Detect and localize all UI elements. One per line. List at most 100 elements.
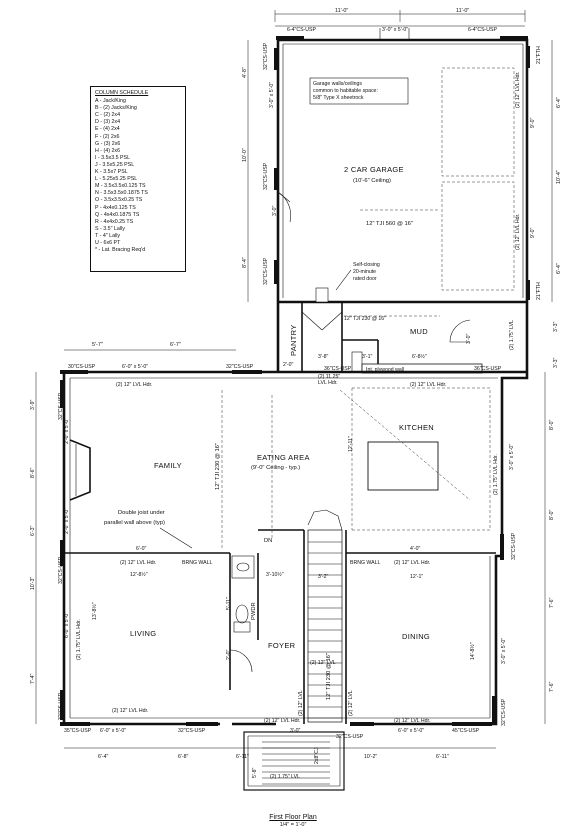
stair-dn: DN [264,538,272,544]
strap-g-top-r: 6-4"CS-USP [468,27,497,33]
dim-bot-b: 6'-8" [178,754,188,760]
room-living: LIVING [130,629,156,638]
dim-pwdr-a: 5'-11" [226,597,232,610]
dim-d-3-0-garage: 3'-0" [272,206,278,216]
hdr-stair-b: (2) 12" LVL [298,690,304,716]
strap-g-right-2: 21"FTH [536,282,542,300]
strap-h-left-3: 32"CS-USP [58,692,64,720]
strap-h-mud: 36"CS-USP [324,366,352,372]
room-pantry: PANTRY [289,324,298,356]
double-note-2: parallel wall above (typ) [104,520,165,526]
legend-item: J - 3.5x5.25 PSL [95,161,135,168]
garage-left-dims: 4'-8" 10'-0" 8'-4" 32"CS-USP 32"CS-USP 3… [242,40,278,302]
dim-liv-left-b: 7'-4" [30,674,36,684]
double-note-1: Double joist under [118,510,165,516]
self-note-1: Self-closing [353,262,380,268]
strap-h-bot-rr: 32"CS-USP [501,698,507,726]
room-pwdr: PWDR [251,602,257,620]
house-walls [60,370,529,726]
legend-item: N - 3.5x3.5x0.1875 TS [95,190,148,197]
dim-kit-win: 3'-0" x 5'-0" [509,444,515,470]
legend-item: B - (2) Jacks/King [95,105,137,112]
strap-g-left-1: 32"CS-USP [263,42,269,70]
room-mud: MUD [410,327,428,336]
plan-title: First Floor Plan [269,814,317,821]
joist-dining: 12" TJI 230 @ 16" [326,653,332,700]
joist-garage: 12" TJI 560 @ 16" [366,221,413,227]
legend-title: COLUMN SCHEDULE [95,90,149,96]
dim-open-top: 3'-0" x 5'-0" [382,27,408,33]
dim-din-h: 14'-8½" [469,642,476,660]
dim-liv-win: 6'-0" x 5'-0" [64,612,70,638]
dim-fam-w-b: 8'-6" [30,468,36,478]
hdr-kitchen-top: (2) 12" LVL Hdr. [410,382,446,388]
strap-g-right-1: 21"FTH [536,46,542,64]
strap-h-left-2: 32"CS-USP [58,556,64,584]
legend-item: M - 3.5x3.5x0.125 TS [95,183,146,190]
legend-item: U - 6x6 PT [95,239,121,246]
strap-h-bot-c: 32"CS-USP [336,734,364,740]
bring-wall-right: BRNG WALL [350,560,380,566]
hdr-foyer: (2) 12" LVL Hdr. [264,718,300,724]
hdr-porch: (2) 1.75" LVL [270,774,300,780]
dim-g-win-1: 3'-0" x 5'-0" [269,82,275,108]
hdr-stair-a: (2) 12" LVL [310,660,336,666]
top-dimension-line: 11'-0" 11'-0" 6-4"CS-USP 6-4"CS-USP 3'-0… [274,8,526,33]
legend-item: I - 3.5x3.5 PSL [95,154,131,161]
room-family: FAMILY [154,461,182,470]
plan-scale: 1/4" = 1'-0" [279,822,307,828]
garage-note-3: 5/8" Type X sheetrock [313,95,364,101]
room-kitchen: KITCHEN [399,423,434,432]
legend-item: L - 5.25x5.25 PSL [95,176,138,183]
dim-g-left-c: 8'-4" [242,257,248,268]
dim-g-right-c: 6'-4" [556,263,562,274]
dim-fam-w-c: 6'-3" [30,526,36,536]
room-foyer: FOYER [268,641,296,650]
dim-bot-c: 6'-11" [236,754,249,760]
dim-d-6-8: 6'-8½" [412,353,427,360]
legend-item: * - Lat. Bracing Req'd [95,247,146,254]
dim-bot-door: 3'-0" [290,728,300,734]
strap-g-left-2: 32"CS-USP [263,162,269,190]
legend-item: G - (3) 2x6 [95,140,121,147]
dim-top-2: 11'-0" [456,8,469,14]
dim-mud-r-a: 3'-3" [553,322,559,332]
dim-bot-e: 6'-11" [436,754,449,760]
legend-item: C - (2) 2x4 [95,112,121,119]
hdr-mud-side: (2) 1.75" LVL [509,320,515,350]
garage-note-2: common to habitable space: [313,88,378,94]
dim-g-right-b: 10'-4" [556,170,562,184]
strap-h-bot-m: 32"CS-USP [178,728,206,734]
strap-h-top-m: 32"CS-USP [226,364,254,370]
dim-din-r-b: 7'-6" [549,682,555,692]
legend-item: K - 3.5x7 PSL [95,169,128,176]
self-closing-note: Self-closing 20-minute rated door [335,262,380,291]
int-ply-note: Int. plywood wall [366,367,404,373]
hdr-living-bot: (2) 12" LVL Hdr. [112,708,148,714]
left-dims: 3'-9" 8'-6" 6'-3" 10'-3" 7'-4" 32"CS-USP… [30,372,70,724]
dim-g-left-b: 10'-0" [242,148,248,162]
hdr-garage-1: (2) 12" LVL Hdr. [515,72,521,108]
bring-wall-left: BRNG WALL [182,560,212,566]
garage-ceiling: (10'-6" Ceiling) [353,178,391,184]
legend-item: P - 4x4x0.125 TS [95,204,136,211]
dim-mid-4-0: 4'-0" [410,546,420,552]
legend-item: H - (4) 2x6 [95,147,121,154]
hdr-dining-bot: (2) 12" LVL Hdr. [394,718,430,724]
dim-din-12-1: 12'-1" [410,574,423,580]
strap-g-top-l: 6-4"CS-USP [287,27,316,33]
hdr-stair-c: (2) 12" LVL [348,690,354,716]
legend-item: D - (3) 2x4 [95,119,121,126]
dim-d-3-8: 3'-8" [318,354,328,360]
room-garage: 2 CAR GARAGE [344,165,404,174]
hdr-1125b: LVL Hdr. [318,380,338,386]
dim-liv-left-a: 10'-3" [30,577,36,590]
dim-kit-r-a: 8'-0" [549,420,555,430]
bottom-dims: 35"CS-USP 6'-0" x 5'-0" 32"CS-USP 3'-0" … [64,728,496,760]
legend-item: A - Jack/King [95,98,126,105]
mud-pantry-walls [276,287,529,374]
dim-bot-win-l: 6'-0" x 5'-0" [100,728,126,734]
dim-fam-w-a: 3'-9" [30,400,36,410]
plan-caption: First Floor Plan 1/4" = 1'-0" [0,814,586,828]
